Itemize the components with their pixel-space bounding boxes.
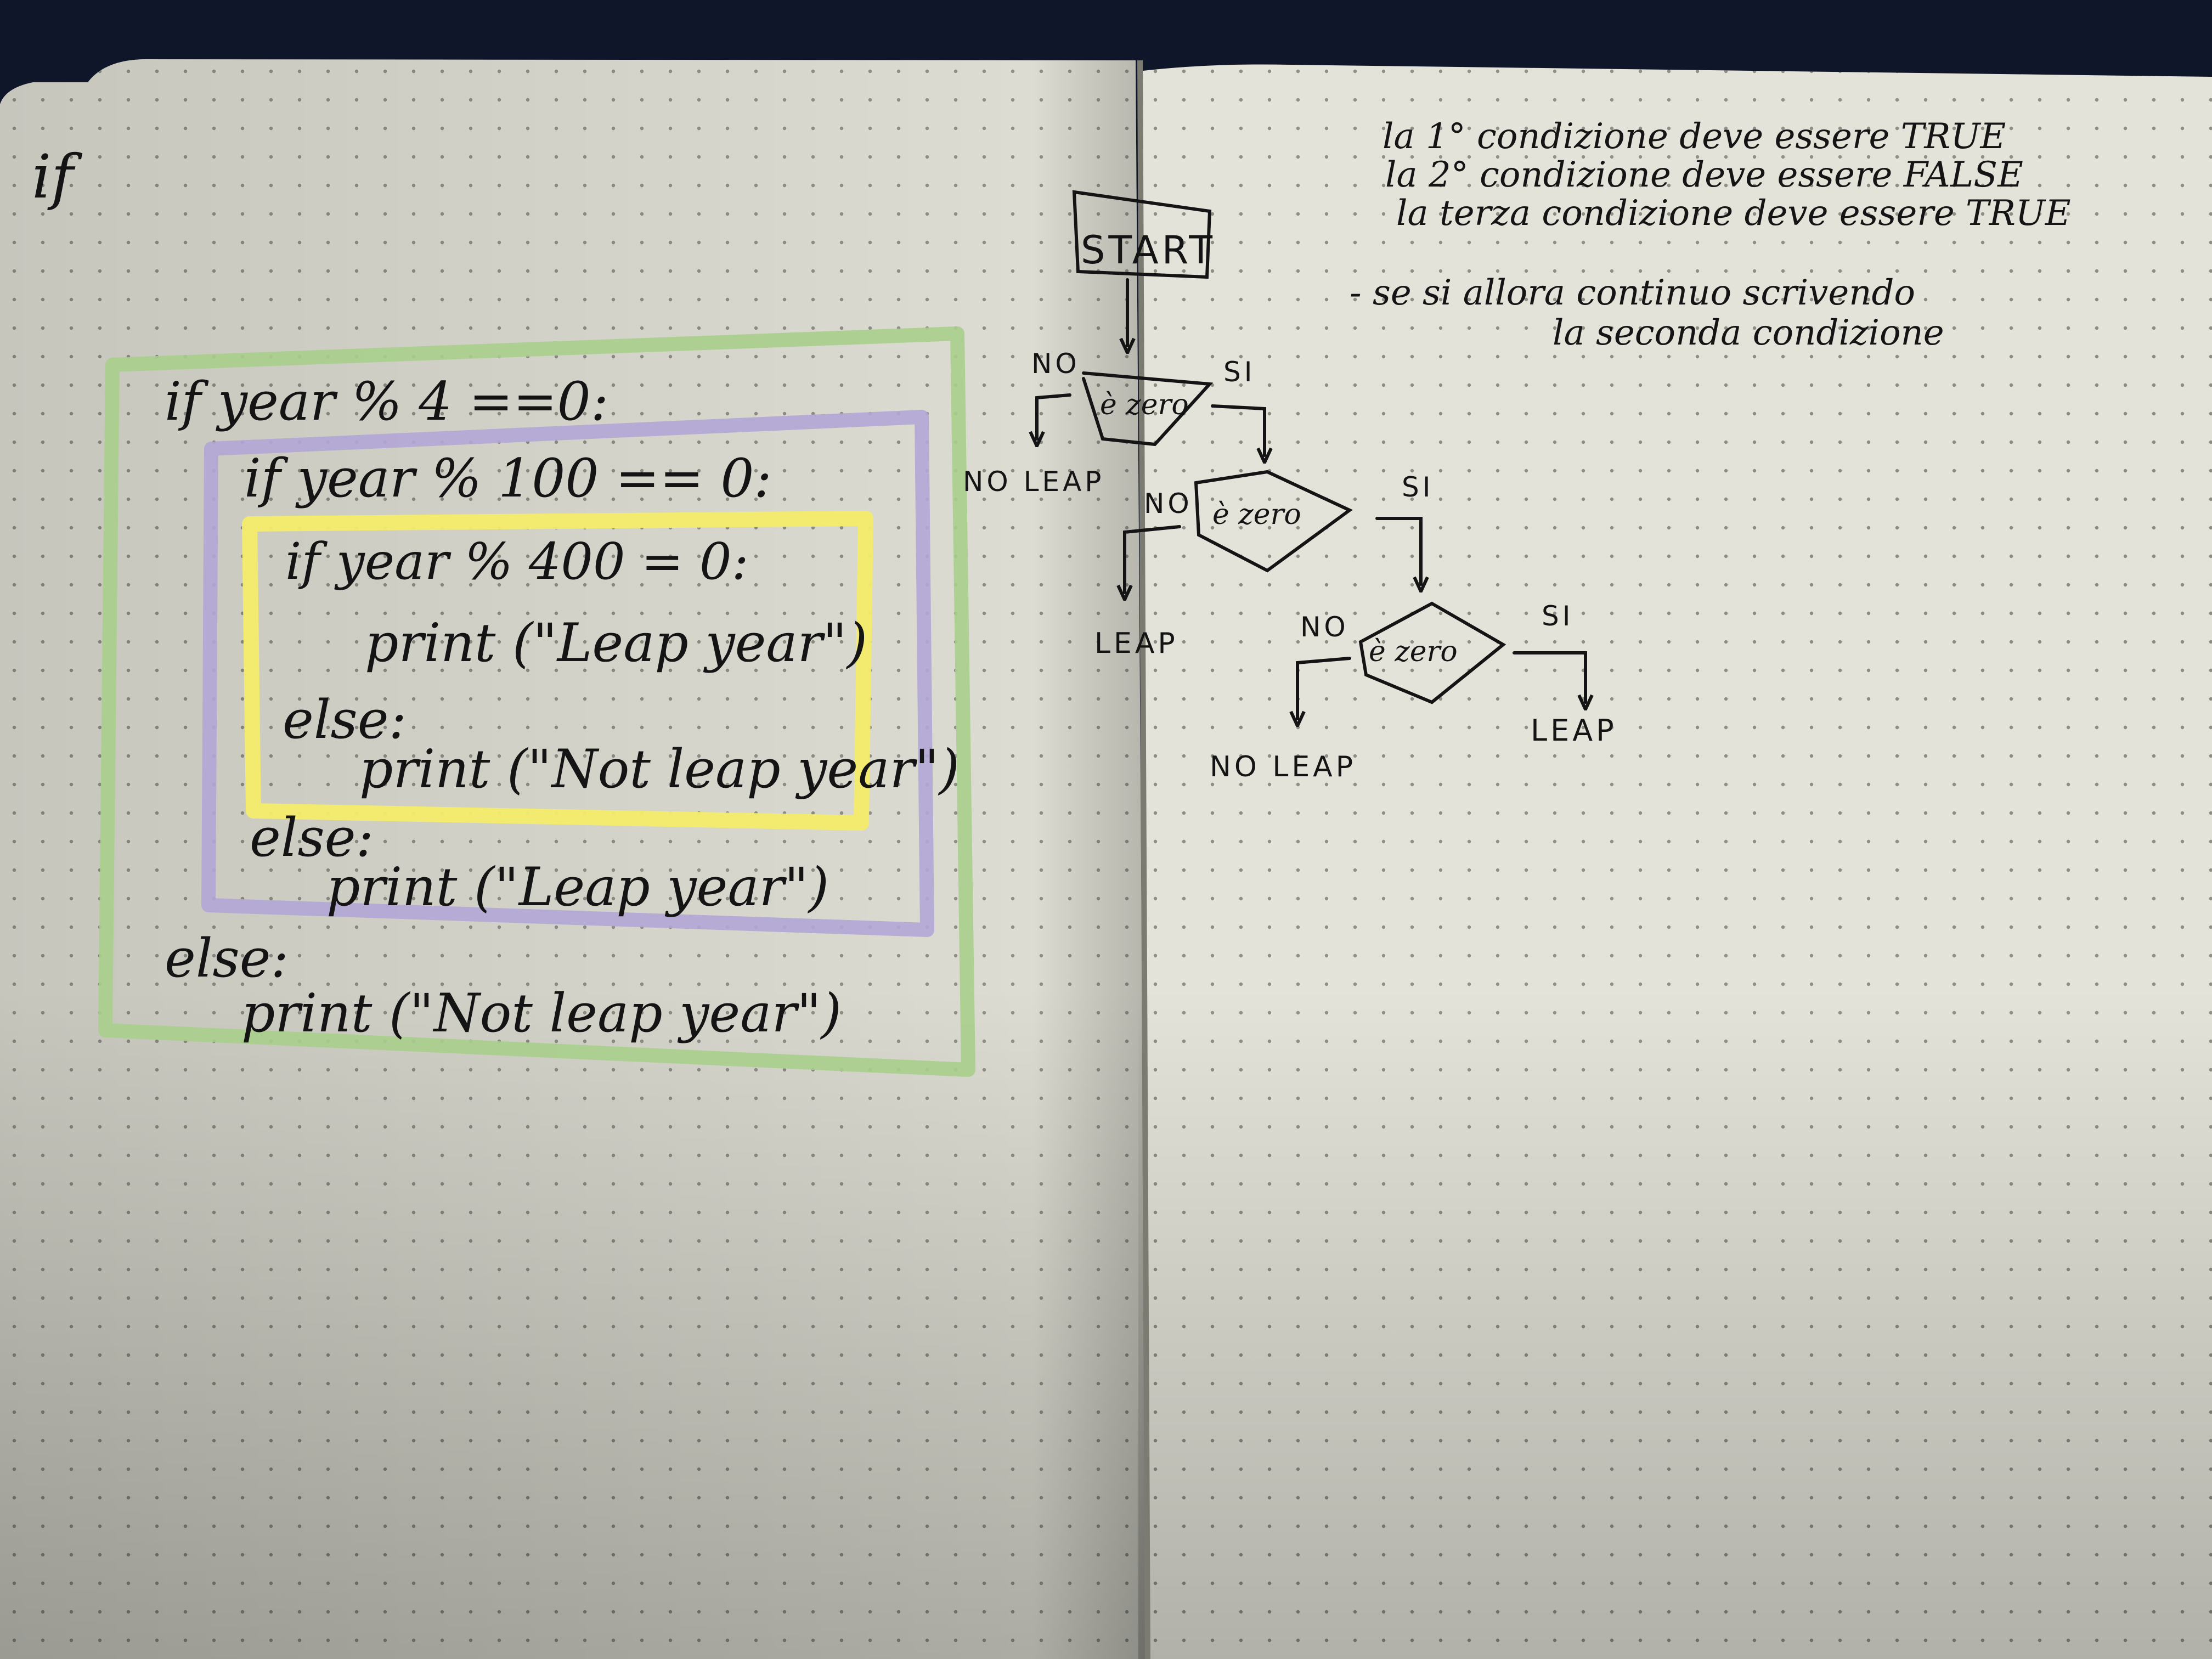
decision-2-label: è zero: [1212, 498, 1301, 531]
decision-3-label: è zero: [1369, 635, 1458, 668]
code-line-8: print ("Leap year"): [326, 856, 829, 918]
notebook-spine: [1137, 60, 1150, 1659]
decision-2-diamond: [1194, 470, 1353, 573]
outer-green-box: [98, 326, 975, 1077]
decision-2-si-arrow: [1375, 517, 1421, 584]
note-line-3: la terza condizione deve essere TRUE: [1396, 193, 2071, 234]
code-block: if year % 4 ==0: if year % 100 == 0: if …: [165, 371, 960, 1044]
decision-1-si: SI: [1223, 356, 1255, 388]
code-line-9: else:: [165, 928, 289, 989]
code-line-1: if year % 4 ==0:: [165, 371, 608, 432]
note-bullet: - se si allora continuo scrivendo: [1350, 273, 1915, 313]
code-line-5: else:: [283, 689, 407, 751]
decision-3-si-arrow: [1513, 651, 1585, 702]
decision-1-diamond: [1082, 371, 1214, 447]
note-line-2: la 2° condizione deve essere FALSE: [1385, 155, 2023, 195]
middle-purple-box: [201, 410, 934, 937]
inner-yellow-box: [242, 511, 873, 831]
decision-3-no-result: NO LEAP: [1210, 751, 1356, 783]
decision-1-no-result: NO LEAP: [963, 466, 1104, 498]
decision-3-no: NO: [1300, 611, 1349, 643]
decision-1-no-arrow: [1037, 393, 1071, 439]
decision-3-no-arrow: [1297, 657, 1351, 719]
code-line-2: if year % 100 == 0:: [244, 448, 772, 509]
decision-2-si: SI: [1402, 471, 1434, 503]
code-line-4: print ("Leap year"): [365, 612, 867, 674]
note-line-1: la 1° condizione deve essere TRUE: [1383, 116, 2006, 157]
notes: la 1° condizione deve essere TRUE la 2° …: [1350, 116, 2071, 353]
decision-3-diamond: [1358, 601, 1506, 704]
code-line-3: if year % 400 = 0:: [285, 532, 749, 591]
decision-1-no: NO: [1031, 348, 1080, 380]
flowchart: START è zero NO SI NO LEAP è zero NO SI …: [963, 190, 1617, 783]
decision-1-label: è zero: [1100, 388, 1189, 421]
code-line-7: else:: [250, 807, 374, 868]
code-line-10: print ("Not leap year"): [241, 983, 842, 1044]
decision-3-si: SI: [1542, 600, 1573, 632]
start-label: START: [1081, 228, 1216, 273]
decision-2-no: NO: [1144, 488, 1193, 520]
start-box: [1072, 190, 1212, 279]
decision-2-no-result: LEAP: [1094, 627, 1178, 660]
note-bullet-continued: la seconda condizione: [1553, 313, 1944, 353]
code-line-6: print ("Not leap year"): [359, 738, 960, 800]
decision-3-si-result: LEAP: [1531, 713, 1617, 748]
decision-1-si-arrow: [1211, 404, 1265, 455]
decision-2-no-arrow: [1125, 525, 1181, 592]
left-page: [0, 59, 1147, 1659]
right-page: [1138, 64, 2212, 1659]
